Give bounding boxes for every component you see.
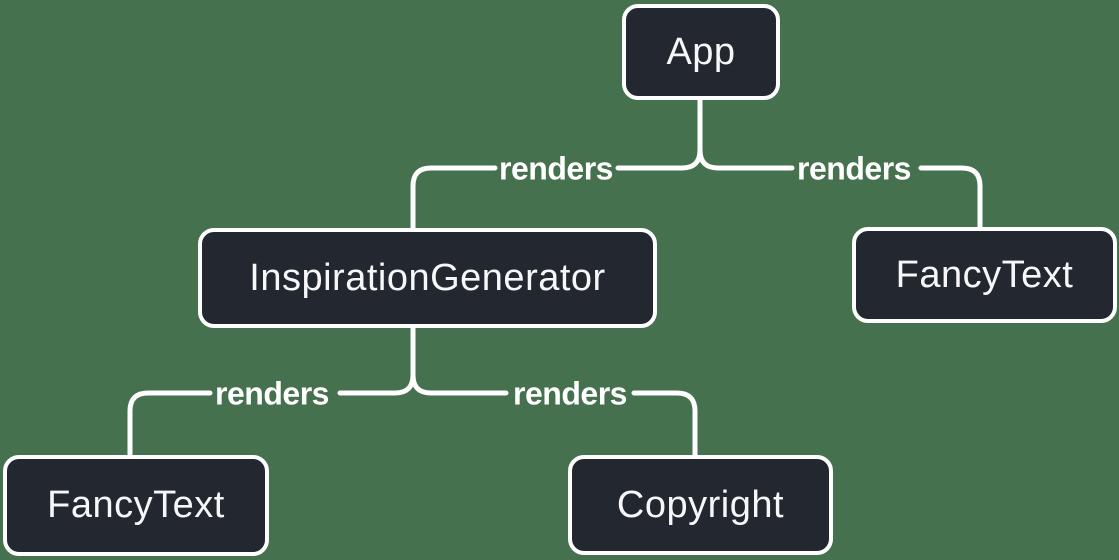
node-fancy-text-top-label: FancyText [895,253,1074,296]
edge-label-app-fancy-text: renders [797,150,911,187]
node-copyright: Copyright [568,455,833,555]
edge-label-app-inspiration-generator: renders [499,150,613,187]
edge-label-inspiration-generator-copyright: renders [513,375,627,412]
node-fancy-text-bottom: FancyText [3,455,269,556]
edge-label-inspiration-generator-fancy-text: renders [215,375,329,412]
node-fancy-text-top: FancyText [852,227,1117,323]
node-copyright-label: Copyright [616,483,785,526]
edge-app-fancy-text [697,147,983,230]
node-app-label: App [666,30,736,73]
node-inspiration-generator: InspirationGenerator [198,228,657,328]
node-app: App [622,4,780,100]
edge-inspiration-generator-copyright [410,372,698,458]
node-fancy-text-bottom-label: FancyText [47,484,225,526]
node-inspiration-generator-label: InspirationGenerator [249,256,606,299]
